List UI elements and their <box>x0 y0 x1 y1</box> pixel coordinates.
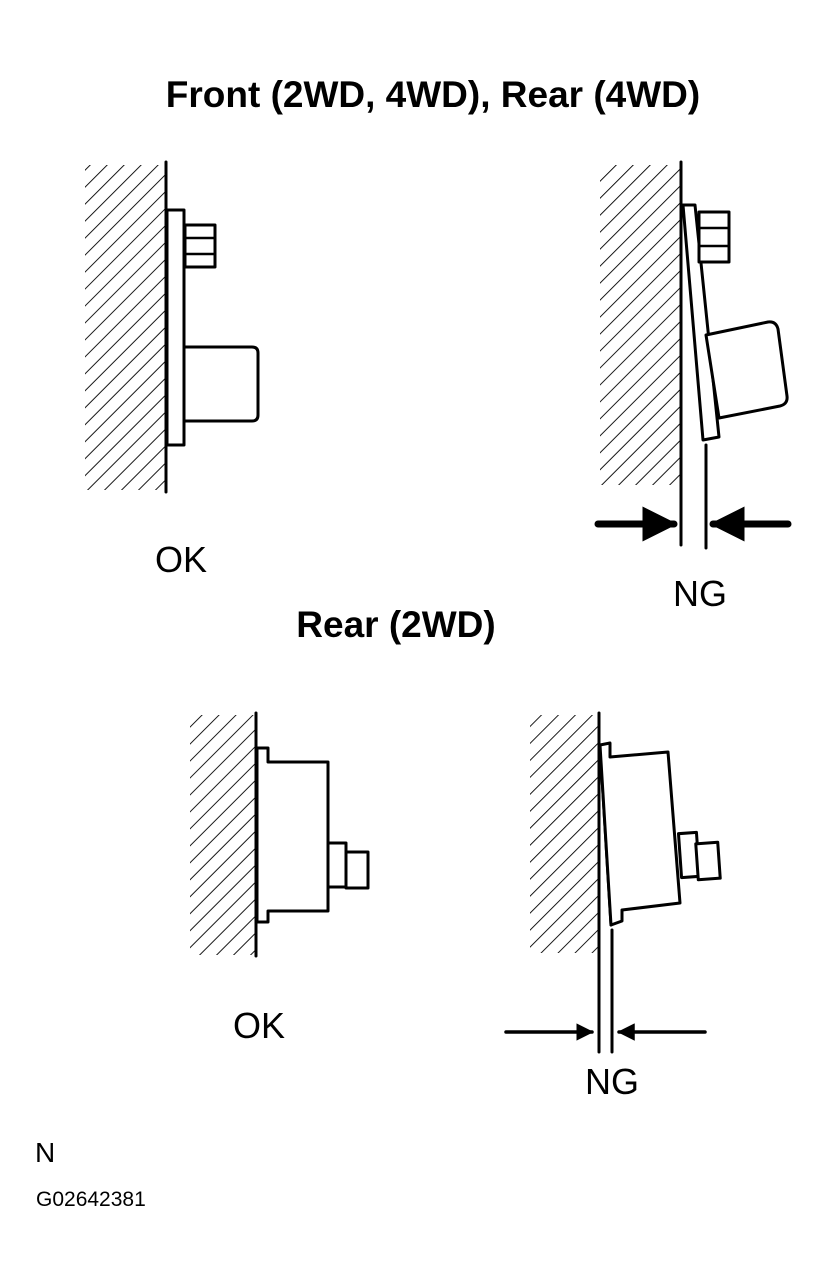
bottom-ok-connector-inner <box>344 850 370 890</box>
footer-letter: N <box>35 1137 55 1168</box>
bottom-ng-illustration <box>504 711 722 1054</box>
top-ok-illustration <box>85 160 260 494</box>
top-ng-nut <box>697 210 731 264</box>
bottom-ok-connector-outer <box>326 841 348 889</box>
top-ok-nut <box>183 223 217 269</box>
bottom-ng-sensor-body <box>598 741 682 927</box>
top-ng-plate <box>681 203 721 442</box>
top-ok-sensor-body <box>182 345 260 423</box>
bottom-ok-sensor-body <box>255 746 330 924</box>
top-ok-wall-hatch <box>85 165 165 490</box>
figure-code: G02642381 <box>36 1188 146 1211</box>
top-ok-plate <box>165 208 186 447</box>
top-ng-illustration <box>594 160 792 550</box>
bottom-ng-wall-hatch <box>530 715 598 953</box>
bottom-ok-illustration <box>190 711 370 958</box>
bottom-section-title: Rear (2WD) <box>296 604 495 645</box>
bottom-ng-connector-inner <box>694 840 722 882</box>
top-ng-label: NG <box>673 573 727 614</box>
top-ng-wall-hatch <box>600 165 680 485</box>
top-ng-sensor-body <box>704 320 789 420</box>
bottom-ok-label: OK <box>233 1005 285 1046</box>
top-ok-label: OK <box>155 539 207 580</box>
bottom-ng-label: NG <box>585 1061 639 1102</box>
top-section-title: Front (2WD, 4WD), Rear (4WD) <box>166 74 700 115</box>
bottom-ok-wall-hatch <box>190 715 255 955</box>
